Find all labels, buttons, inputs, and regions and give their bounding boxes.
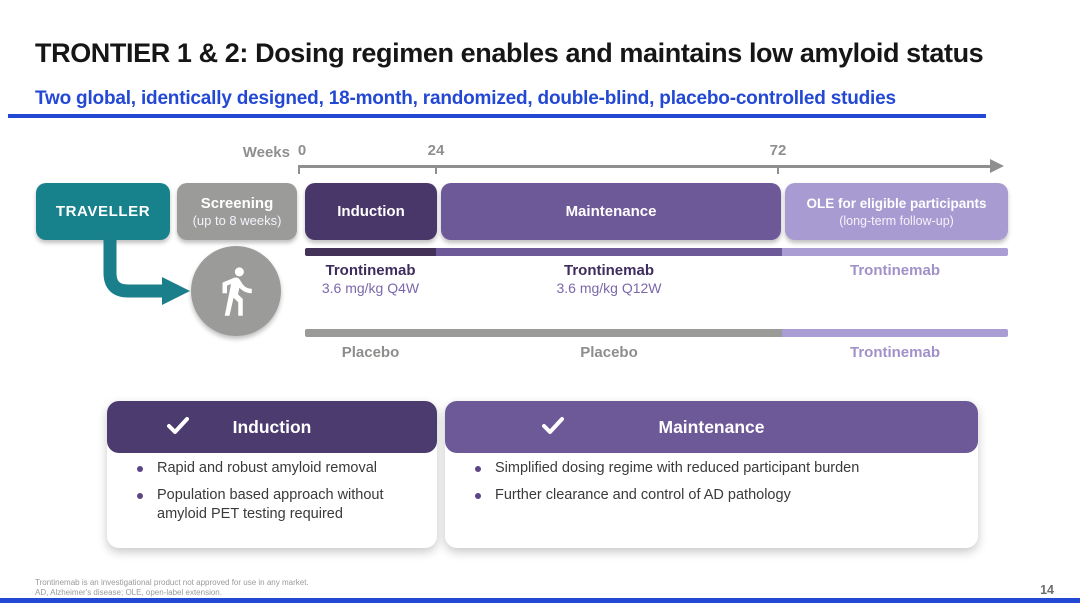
- induction-label: Induction: [337, 203, 405, 220]
- arrow-right-icon: [990, 159, 1004, 173]
- bullet-text: Rapid and robust amyloid removal: [157, 460, 378, 476]
- drug-name: Trontinemab: [563, 262, 654, 279]
- header-divider: [8, 114, 986, 118]
- tick-mark-24: [435, 165, 437, 174]
- bullet-icon: [137, 466, 143, 472]
- curved-arrow-icon: [103, 239, 190, 305]
- walking-person-icon: [222, 267, 252, 316]
- arm-label: Placebo: [580, 344, 638, 361]
- page-subtitle: Two global, identically designed, 18-mon…: [35, 88, 896, 109]
- bullet-icon: [475, 493, 481, 499]
- list-item: Simplified dosing regime with reduced pa…: [469, 459, 962, 478]
- placebo-ole-label: Trontinemab: [782, 343, 1008, 362]
- drug-name: Trontinemab: [325, 262, 416, 279]
- induction-card-title: Induction: [232, 416, 312, 437]
- list-item: Further clearance and control of AD path…: [469, 486, 962, 505]
- maintenance-label: Maintenance: [565, 203, 657, 220]
- checkmark-icon: [541, 417, 564, 434]
- ole-sublabel: (long-term follow-up): [839, 213, 954, 228]
- list-item: Population based approach without amyloi…: [131, 486, 421, 524]
- placebo-induction-label: Placebo: [305, 343, 436, 362]
- arm-label: Trontinemab: [849, 344, 940, 361]
- tick-mark-72: [777, 165, 779, 174]
- checkmark-icon: [167, 417, 190, 434]
- induction-summary-card: Induction Rapid and robust amyloid remov…: [107, 401, 437, 548]
- traveller-badge: TRAVELLER: [36, 183, 170, 240]
- bullet-text: Further clearance and control of AD path…: [495, 487, 791, 503]
- bottom-accent-bar: [0, 598, 1080, 603]
- treatment-bar-ole: [782, 248, 1008, 256]
- placebo-maintenance-label: Placebo: [436, 343, 782, 362]
- participant-circle: [191, 246, 281, 336]
- tick-label-0: 0: [297, 142, 307, 159]
- treatment-maintenance-label: Trontinemab 3.6 mg/kg Q12W: [436, 261, 782, 297]
- drug-dose: 3.6 mg/kg Q12W: [556, 280, 662, 296]
- screening-label: Screening: [200, 194, 274, 212]
- drug-name: Trontinemab: [849, 262, 940, 279]
- treatment-bar-induction: [305, 248, 436, 256]
- maintenance-card-header: Maintenance: [445, 401, 978, 453]
- phase-box-screening: Screening (up to 8 weeks): [177, 183, 297, 240]
- screening-sublabel: (up to 8 weeks): [192, 212, 282, 228]
- phase-box-induction: Induction: [305, 183, 437, 240]
- tick-label-24: 24: [427, 142, 445, 159]
- footnote-line-1: Trontinemab is an investigational produc…: [35, 578, 309, 587]
- tick-label-72: 72: [769, 142, 787, 159]
- maintenance-card-title: Maintenance: [658, 416, 765, 437]
- treatment-induction-label: Trontinemab 3.6 mg/kg Q4W: [305, 261, 436, 297]
- drug-dose: 3.6 mg/kg Q4W: [321, 280, 420, 296]
- arm-label: Placebo: [341, 344, 400, 361]
- tick-mark-0: [298, 165, 300, 174]
- ole-label: OLE for eligible participants: [806, 195, 987, 211]
- list-item: Rapid and robust amyloid removal: [131, 459, 421, 478]
- timeline-axis-line: [298, 165, 992, 168]
- maintenance-summary-card: Maintenance Simplified dosing regime wit…: [445, 401, 978, 548]
- treatment-bar-maintenance: [436, 248, 782, 256]
- bullet-text: Population based approach without amyloi…: [157, 487, 384, 522]
- page-title: TRONTIER 1 & 2: Dosing regimen enables a…: [35, 38, 984, 68]
- placebo-bar-ole: [782, 329, 1008, 337]
- induction-card-header: Induction: [107, 401, 437, 453]
- phase-box-ole: OLE for eligible participants (long-term…: [785, 183, 1008, 240]
- bullet-icon: [475, 466, 481, 472]
- page-number: 14: [1040, 583, 1054, 597]
- phase-box-maintenance: Maintenance: [441, 183, 781, 240]
- weeks-axis-label: Weeks: [242, 144, 290, 161]
- bullet-icon: [137, 493, 143, 499]
- traveller-label: TRAVELLER: [55, 203, 151, 220]
- treatment-ole-label: Trontinemab: [782, 261, 1008, 280]
- induction-card-body: Rapid and robust amyloid removal Populat…: [131, 459, 421, 532]
- maintenance-card-body: Simplified dosing regime with reduced pa…: [469, 459, 962, 513]
- placebo-bar-main: [305, 329, 782, 337]
- bullet-text: Simplified dosing regime with reduced pa…: [495, 460, 860, 476]
- footnote-line-2: AD, Alzheimer's disease; OLE, open-label…: [35, 588, 222, 597]
